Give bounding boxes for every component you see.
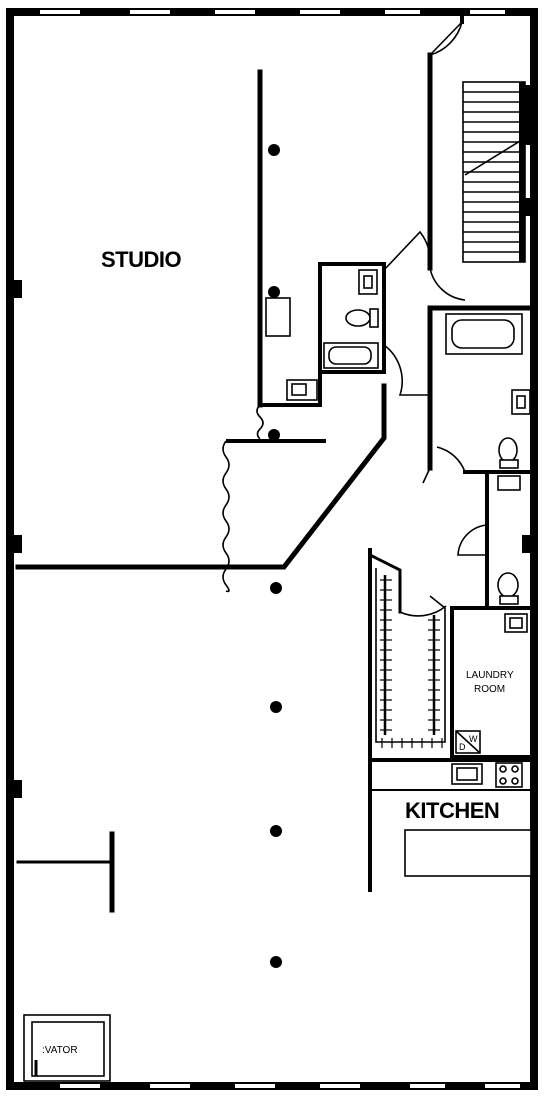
- small-bathroom: [457, 474, 519, 610]
- right-bathroom: [422, 305, 533, 491]
- central-walls: [427, 12, 526, 271]
- laundry-label-line2: ROOM: [474, 684, 505, 695]
- walk-in-closet: [367, 548, 447, 892]
- dryer-label: D: [459, 742, 466, 752]
- studio-bathroom: [258, 230, 466, 407]
- washer-label: W: [469, 734, 478, 744]
- laundry-label-line1: LAUNDRY: [466, 670, 514, 681]
- studio-label: STUDIO: [101, 247, 182, 272]
- staircase: [462, 81, 526, 263]
- elevator: [23, 1014, 111, 1082]
- elevator-label: :VATOR: [42, 1045, 78, 1056]
- kitchen-label: KITCHEN: [405, 798, 499, 823]
- kitchen: [368, 758, 532, 877]
- structural-columns: [268, 144, 282, 968]
- studio-walls: [15, 69, 387, 593]
- laundry-room: [450, 606, 532, 759]
- exterior-walls: [6, 8, 538, 1090]
- lower-partitions: [16, 831, 115, 913]
